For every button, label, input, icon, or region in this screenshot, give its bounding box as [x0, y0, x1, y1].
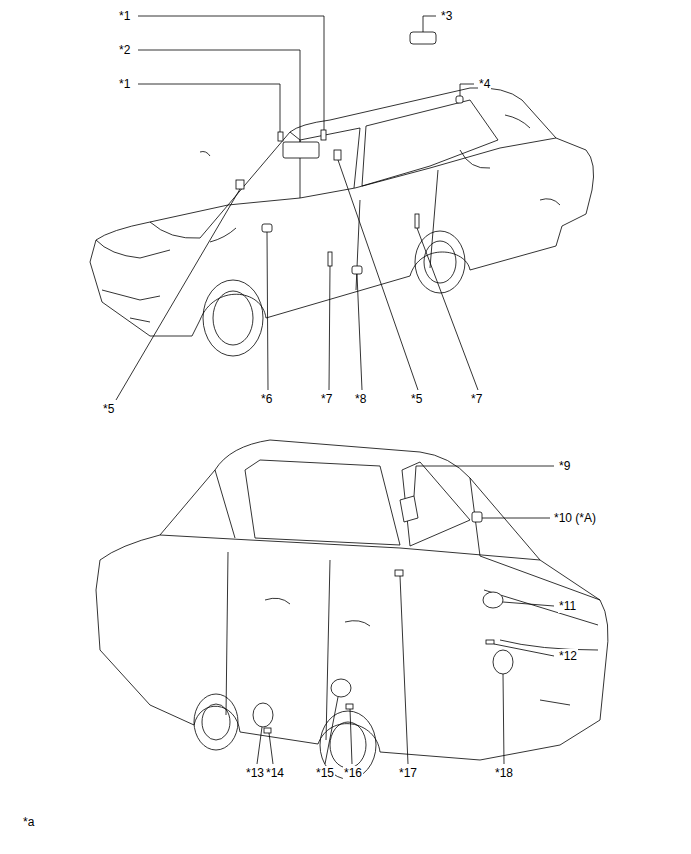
callout-number: *8: [354, 392, 367, 406]
rear-component-parts: [253, 496, 513, 733]
callout-number: *17: [398, 766, 418, 780]
callout-number: *15: [315, 766, 335, 780]
callout-number: *1: [118, 77, 131, 91]
callout-number: *11: [558, 599, 577, 613]
component-parts: [236, 32, 463, 274]
callout-number: *10 (*A): [553, 511, 597, 525]
callout-number: *7: [470, 392, 483, 406]
callout-number: *9: [558, 459, 571, 473]
callout-number: *12: [558, 649, 578, 663]
callout-number: *14: [265, 766, 285, 780]
callout-number: *3: [440, 9, 453, 23]
callout-number: *13: [245, 766, 265, 780]
callout-number: *2: [118, 43, 131, 57]
callout-number: *1: [118, 9, 131, 23]
leader-lines: [116, 16, 478, 400]
callout-number: *5: [102, 402, 115, 416]
callout-number: *18: [494, 766, 514, 780]
callout-number: *6: [260, 392, 273, 406]
callout-number: *5: [410, 392, 423, 406]
callout-number: *16: [343, 766, 363, 780]
note-label: *a: [22, 815, 35, 829]
rear-leader-lines: [257, 466, 554, 764]
callout-number: *4: [478, 77, 491, 91]
callout-number: *7: [320, 392, 333, 406]
car-rear-view: [96, 440, 608, 779]
